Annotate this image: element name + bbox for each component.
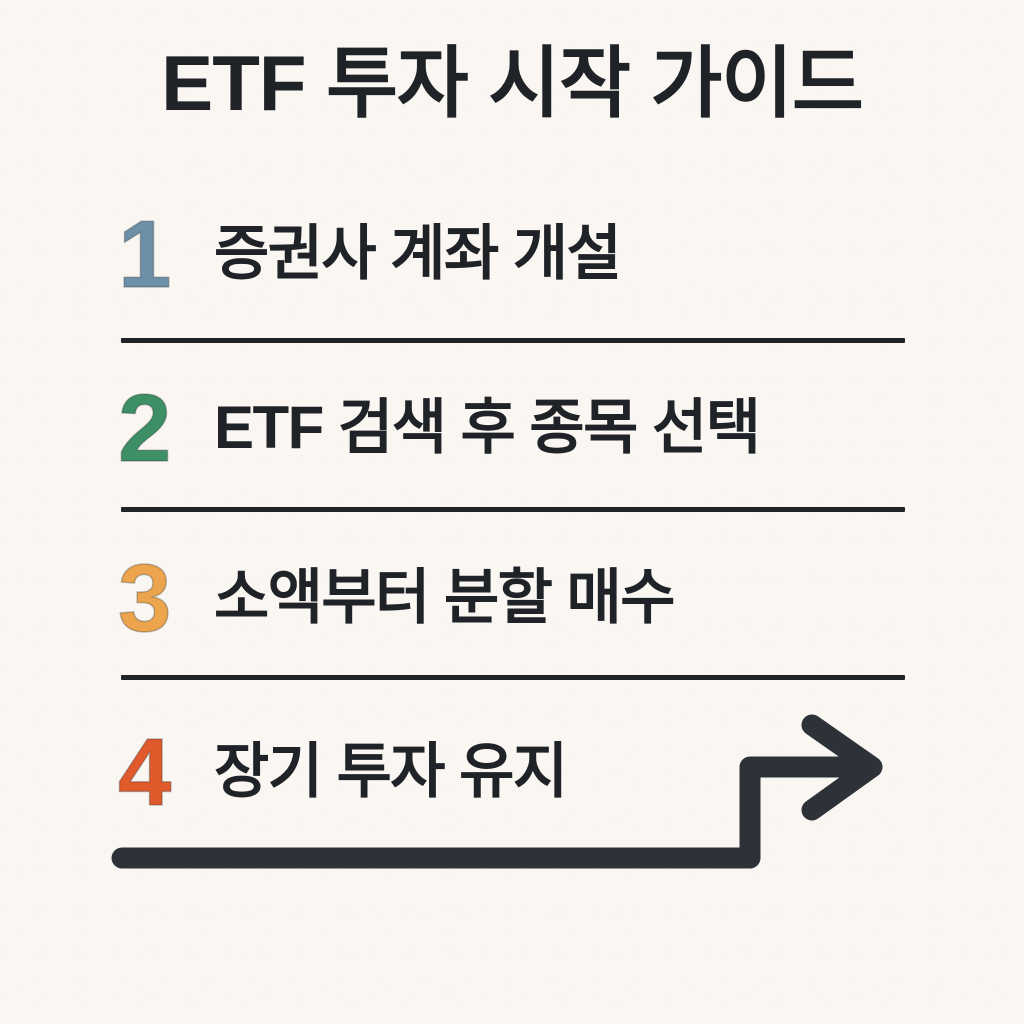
step-label-1: 증권사 계좌 개설 <box>214 219 622 287</box>
step-label-2: ETF 검색 후 종목 선택 <box>214 393 761 461</box>
stepped-right-arrow-icon <box>111 714 883 869</box>
step-row-1: 1 증권사 계좌 개설 <box>117 196 918 314</box>
step-row-4: 4 장기 투자 유지 <box>117 714 918 832</box>
step-row-2: 2 ETF 검색 후 종목 선택 <box>117 370 918 488</box>
step-label-4: 장기 투자 유지 <box>214 737 568 805</box>
divider-1 <box>121 338 905 343</box>
page-title: ETF 투자 시작 가이드 <box>161 39 864 127</box>
step-number-1: 1 <box>117 201 172 308</box>
divider-2 <box>121 507 905 512</box>
step-number-4: 4 <box>117 719 172 826</box>
step-label-3: 소액부터 분할 매수 <box>214 563 675 631</box>
divider-3 <box>121 675 905 680</box>
step-row-3: 3 소액부터 분할 매수 <box>117 540 918 658</box>
step-number-3: 3 <box>117 545 172 652</box>
step-number-2: 2 <box>117 375 172 482</box>
